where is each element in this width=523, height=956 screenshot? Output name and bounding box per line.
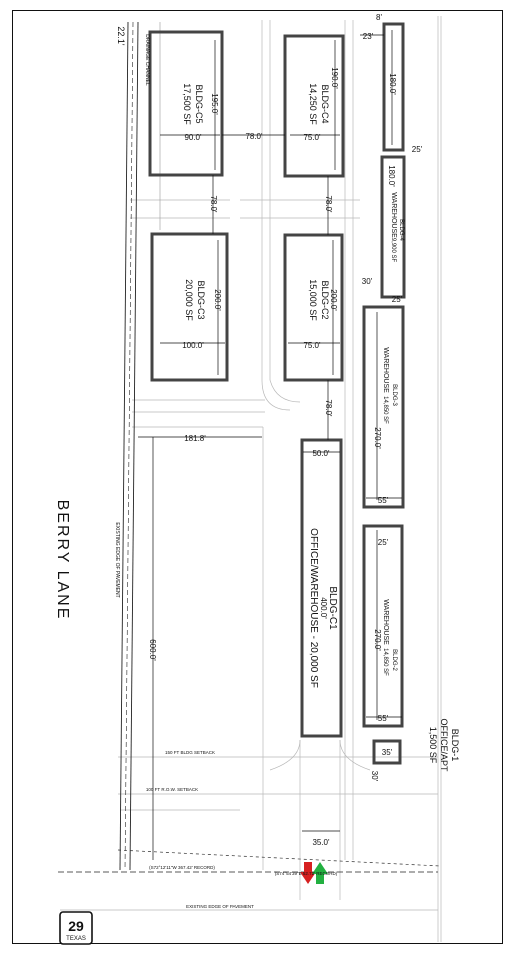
- shield-state: TEXAS: [66, 936, 86, 942]
- bldg-2-use: WAREHOUSE: [382, 599, 389, 645]
- exit-arrow-icon: [300, 862, 316, 884]
- bldg-2-dim-long: 270.0': [373, 629, 382, 651]
- highway-shield: 29 TEXAS: [59, 911, 93, 945]
- bldg-1-use: OFFICE/APT: [439, 718, 449, 772]
- road-name: BERRY LANE: [54, 500, 71, 621]
- bldg-c1-use: OFFICE/WAREHOUSE - 20,000 SF: [308, 528, 319, 688]
- bldg-c4-dim-long: 190.0': [330, 67, 339, 89]
- bldg-2-outline: [362, 524, 404, 728]
- bldg-c4-area: 14,250 SF: [308, 83, 318, 125]
- note-bearing-right: (S74°54'39"E 52.72' RECORD): [275, 871, 338, 876]
- dim-top-right-b: 23': [363, 32, 374, 41]
- bldg-4-dim-long: 180.0': [387, 165, 396, 187]
- bldg-c5-dim-short: 90.0': [184, 133, 202, 142]
- bldg-c2-dim-short: 75.0': [303, 341, 321, 350]
- dim-top-right-a: 8': [376, 13, 382, 22]
- dim-offset-181: 181.8': [184, 434, 206, 443]
- shield-number: 29: [68, 918, 84, 934]
- bldg-3-name: BLDG-3: [391, 384, 397, 406]
- dim-drive-35: 35.0': [312, 838, 330, 847]
- bldg-c1-dim-long: 400.0': [319, 597, 328, 619]
- dim-aisle-c5-c4: 78.0': [245, 132, 263, 141]
- bldg-2-name: BLDG-2: [391, 649, 397, 671]
- bldg-c1-dim-short: 50.0': [312, 449, 330, 458]
- bldg-c2-name: BLDG-C2: [320, 280, 330, 319]
- bldg-1-name: BLDG-1: [450, 729, 460, 762]
- note-existing-edge: EXISTING EDGE OF PAVEMENT: [114, 522, 120, 597]
- dim-gap-55-a: 55': [378, 496, 389, 505]
- bldg-c4-name: BLDG-C4: [320, 84, 330, 123]
- bldg-4-use: WAREHOUSE: [390, 192, 397, 238]
- bldg-c5-name: BLDG-C5: [194, 84, 204, 123]
- dim-gap-30-b: 30': [370, 771, 379, 782]
- bldg-3-use: WAREHOUSE: [382, 347, 389, 393]
- bldg-c2-dim-long: 200.0': [329, 289, 338, 311]
- bldg-c5-outline: [148, 30, 224, 177]
- bldg-1-outline: [372, 739, 402, 765]
- bldg-c3-outline: [150, 232, 229, 382]
- dim-gap-25-b: 25': [392, 295, 403, 304]
- bldg-3-outline: [362, 305, 405, 509]
- drawing-frame: [12, 10, 503, 944]
- bldg-c3-dim-short: 100.0': [182, 341, 204, 350]
- note-drainage: DRAINAGE CHANNEL: [144, 34, 150, 86]
- bldg-c2-outline: [283, 233, 344, 382]
- bldg-4-outline: [380, 155, 406, 299]
- top-bldg-outline: [382, 22, 405, 152]
- dim-gap-30-a: 30': [362, 277, 373, 286]
- note-setback-150: 150 FT BLDG SETBACK: [165, 750, 215, 755]
- building-outlines: [148, 22, 406, 765]
- dim-b1-35: 35': [382, 748, 393, 757]
- bldg-c5-area: 17,500 SF: [182, 83, 192, 125]
- bldg-c3-area: 20,000 SF: [184, 279, 194, 321]
- bldg-c4-dim-short: 75.0': [303, 133, 321, 142]
- bldg-c2-area: 15,000 SF: [308, 279, 318, 321]
- dim-aisle-c5-c3: 78.0': [209, 195, 218, 213]
- bldg-4-area: 9,900 SF: [390, 238, 396, 263]
- bldg-4-name: BLDG-4: [398, 219, 404, 241]
- dim-aisle-c2-c1: 78.0': [324, 399, 333, 417]
- bldg-c4-outline: [283, 34, 345, 178]
- dim-top-left: 22.1': [116, 26, 126, 46]
- note-bearing-left: (S72°12'11"W 367.42' RECORD): [149, 865, 215, 870]
- bldg-c1-outline: [300, 438, 343, 738]
- dim-lot-600: 600.0': [148, 639, 157, 661]
- dim-gap-25-c: 25': [378, 538, 389, 547]
- dim-aisle-c4-c2: 78.0': [324, 195, 333, 213]
- note-setback-100: 100 FT R.O.W. SETBACK: [146, 787, 198, 792]
- bldg-c3-dim-long: 200.0': [213, 289, 222, 311]
- bldg-c3-name: BLDG-C3: [196, 280, 206, 319]
- traffic-arrows: [300, 862, 328, 884]
- bldg-c5-dim-long: 195.0': [210, 93, 219, 115]
- bldg-c1-name: BLDG-C1: [327, 586, 338, 630]
- dim-gap-25-top: 25': [412, 145, 423, 154]
- entry-arrow-icon: [312, 862, 328, 884]
- note-existing-edge-bottom: EXISTING EDGE OF PAVEMENT: [186, 904, 254, 909]
- bldg-2-area: 14,850 SF: [382, 648, 388, 676]
- dim-gap-55-b: 55': [378, 714, 389, 723]
- dim-top-bldg-len: 180.0': [388, 73, 397, 95]
- bldg-3-area: 14,850 SF: [382, 396, 388, 424]
- bldg-1-area: 1,500 SF: [428, 727, 438, 764]
- bldg-3-dim-long: 270.0': [373, 427, 382, 449]
